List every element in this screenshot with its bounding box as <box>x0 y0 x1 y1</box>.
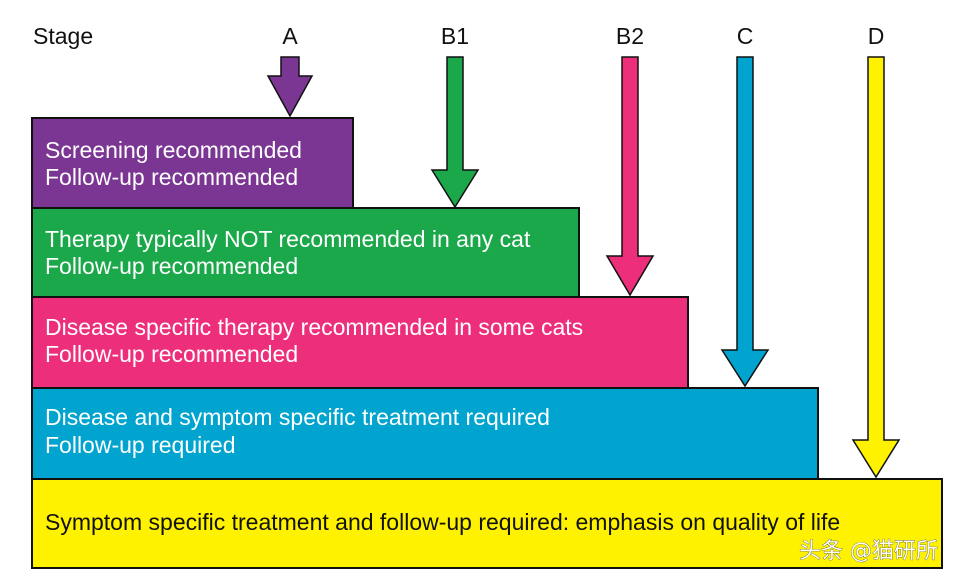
stage-label-a: A <box>282 23 298 49</box>
watermark: 头条 @猫研所 <box>799 539 938 564</box>
block-stage-c <box>31 387 819 480</box>
stage-label-d: D <box>868 23 885 49</box>
block-b2-line1: Disease specific therapy recommended in … <box>45 314 583 340</box>
block-stage-b1 <box>31 207 580 298</box>
stage-label-c: C <box>737 23 754 49</box>
arrow-stage-d-icon <box>851 56 901 479</box>
block-c-line2: Follow-up required <box>45 432 235 458</box>
block-b2-line2: Follow-up recommended <box>45 341 298 367</box>
stage-label-b1: B1 <box>441 23 469 49</box>
block-stage-d <box>31 478 943 569</box>
arrow-stage-b2-icon <box>605 56 655 297</box>
stage-heading: Stage <box>33 23 93 49</box>
block-a-line1: Screening recommended <box>45 137 302 163</box>
arrow-stage-a-icon <box>266 56 314 118</box>
block-c-line1: Disease and symptom specific treatment r… <box>45 404 550 430</box>
block-a-line2: Follow-up recommended <box>45 164 298 190</box>
stage-label-b2: B2 <box>616 23 644 49</box>
block-b1-line1: Therapy typically NOT recommended in any… <box>45 226 531 252</box>
block-stage-a <box>31 117 354 209</box>
arrow-stage-c-icon <box>720 56 770 388</box>
block-b1-line2: Follow-up recommended <box>45 253 298 279</box>
block-d-line1: Symptom specific treatment and follow-up… <box>45 509 840 535</box>
arrow-stage-b1-icon <box>430 56 480 209</box>
